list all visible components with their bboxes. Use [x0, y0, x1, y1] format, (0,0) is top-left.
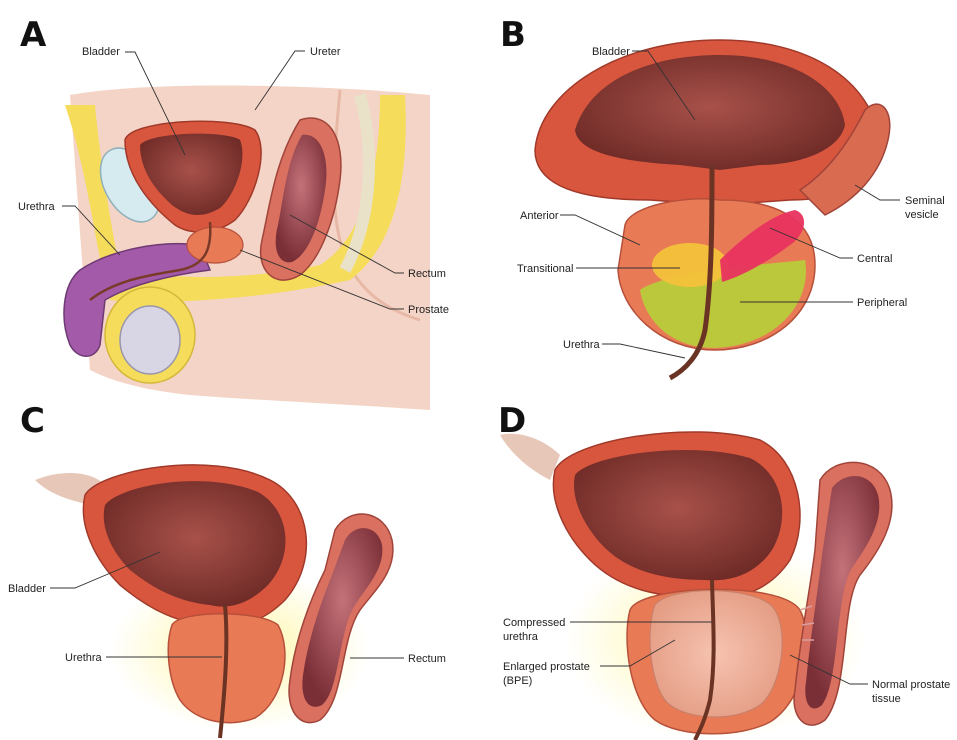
label-b-central: Central: [857, 253, 892, 265]
label-a-bladder: Bladder: [82, 46, 120, 58]
label-c-bladder: Bladder: [8, 583, 46, 595]
label-b-seminal-1: Seminal: [905, 195, 945, 207]
panel-a-letter: A: [20, 15, 47, 55]
panel-d-ligament: [500, 434, 560, 480]
label-d-compressed-1: Compressed: [503, 617, 565, 629]
panel-b: B Bladder Seminal vesicle Anterior Trans…: [500, 15, 945, 378]
label-b-bladder: Bladder: [592, 46, 630, 58]
label-b-seminal-2: vesicle: [905, 209, 939, 221]
label-d-enlarged-2: (BPE): [503, 675, 532, 687]
label-b-urethra: Urethra: [563, 339, 601, 351]
label-a-urethra: Urethra: [18, 201, 56, 213]
label-d-enlarged-1: Enlarged prostate: [503, 661, 590, 673]
label-a-ureter: Ureter: [310, 46, 341, 58]
panel-a-prostate: [187, 227, 243, 263]
label-d-normal-2: tissue: [872, 693, 901, 705]
label-c-rectum: Rectum: [408, 653, 446, 665]
panel-b-transitional-zone: [652, 243, 728, 287]
panel-c: C Bladder Urethra Rectum: [8, 401, 446, 738]
panel-d-bpe-nodule: [650, 591, 782, 717]
label-d-compressed-2: urethra: [503, 631, 539, 643]
panel-b-letter: B: [500, 15, 526, 55]
label-a-rectum: Rectum: [408, 268, 446, 280]
label-b-anterior: Anterior: [520, 210, 559, 222]
panel-d: D Compressed urethra Enlarged prostate (…: [498, 401, 950, 740]
label-d-normal-1: Normal prostate: [872, 679, 950, 691]
label-b-peripheral: Peripheral: [857, 297, 907, 309]
panel-a-testis: [120, 306, 180, 374]
label-c-urethra: Urethra: [65, 652, 103, 664]
label-a-prostate: Prostate: [408, 304, 449, 316]
panel-c-letter: C: [20, 401, 45, 441]
panel-a: A Bladder Ureter Urethra Rectum Pro: [18, 15, 449, 410]
label-b-transitional: Transitional: [517, 263, 573, 275]
leader-b-urethra: [602, 344, 685, 358]
